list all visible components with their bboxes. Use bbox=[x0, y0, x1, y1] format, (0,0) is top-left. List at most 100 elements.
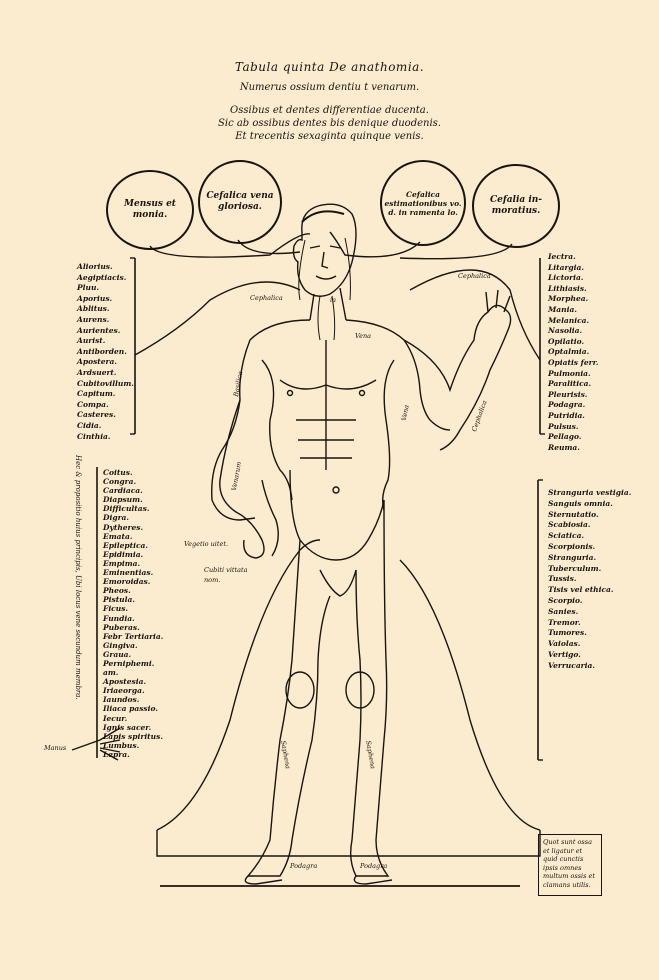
list-item: Gingiva. bbox=[103, 641, 163, 650]
list-item: Capitum. bbox=[77, 389, 134, 400]
list-item: Scorpionis. bbox=[548, 542, 631, 553]
vein-label: Vena bbox=[355, 332, 371, 340]
side-vertical-text: Hec & propositio huius principis, Ubi lo… bbox=[73, 455, 82, 700]
list-item: Scabiosia. bbox=[548, 520, 631, 531]
list-item: Pistula. bbox=[103, 595, 163, 604]
list-item: Litargia. bbox=[548, 263, 598, 274]
list-item: Compa. bbox=[77, 400, 134, 411]
list-item: Paralitica. bbox=[548, 379, 598, 390]
bottom-note-box: Quot sunt ossa et ligatur et quid cuncti… bbox=[538, 834, 602, 896]
list-item: Tuberculum. bbox=[548, 564, 631, 575]
list-item: Eminentias. bbox=[103, 568, 163, 577]
list-item: Fundia. bbox=[103, 614, 163, 623]
list-item: Verrucaria. bbox=[548, 661, 631, 672]
vein-label: Vegetio uitet. bbox=[184, 540, 228, 548]
list-item: Nasolia. bbox=[548, 326, 598, 337]
vein-label: Cubiti vittata bbox=[204, 566, 248, 574]
right-upper-list: Iectra. Litargia. Lictoria. Lithiasis. M… bbox=[548, 252, 598, 453]
list-item: Lepra. bbox=[103, 750, 163, 759]
vein-label: Cephalica bbox=[250, 294, 283, 302]
list-item: Opiatis ferr. bbox=[548, 358, 598, 369]
list-item: Casteres. bbox=[77, 410, 134, 421]
list-item: Vaiolas. bbox=[548, 639, 631, 650]
list-item: Perniphemi. bbox=[103, 659, 163, 668]
list-item: Epileptica. bbox=[103, 541, 163, 550]
list-item: Antiborden. bbox=[77, 347, 134, 358]
vein-label: Podagra bbox=[360, 862, 387, 870]
list-item: Aporius. bbox=[77, 294, 134, 305]
left-fork-label: Manus bbox=[44, 744, 66, 752]
list-item: Cinthia. bbox=[77, 432, 134, 443]
list-item: Empima. bbox=[103, 559, 163, 568]
list-item: Apostesia. bbox=[103, 677, 163, 686]
list-item: Pluu. bbox=[77, 283, 134, 294]
list-item: Pleurisis. bbox=[548, 390, 598, 401]
list-item: Congra. bbox=[103, 477, 163, 486]
list-item: Optalmia. bbox=[548, 347, 598, 358]
list-item: Aurist. bbox=[77, 336, 134, 347]
list-item: Aurens. bbox=[77, 315, 134, 326]
list-item: Tumores. bbox=[548, 628, 631, 639]
list-item: Sciatica. bbox=[548, 531, 631, 542]
list-item: Epidimia. bbox=[103, 550, 163, 559]
list-item: Putridia. bbox=[548, 411, 598, 422]
list-item: Vertigo. bbox=[548, 650, 631, 661]
list-item: Diapsum. bbox=[103, 495, 163, 504]
list-item: Febr Tertiaria. bbox=[103, 632, 163, 641]
list-item: Lictoria. bbox=[548, 273, 598, 284]
list-item: Sternutatio. bbox=[548, 510, 631, 521]
list-item: Stranguria. bbox=[548, 553, 631, 564]
vein-label: ia bbox=[330, 296, 336, 304]
list-item: Melanica. bbox=[548, 316, 598, 327]
list-item: Aegiptiacis. bbox=[77, 273, 134, 284]
list-item: Podagra. bbox=[548, 400, 598, 411]
list-item: Emoroidas. bbox=[103, 577, 163, 586]
list-item: Aurientes. bbox=[77, 326, 134, 337]
list-item: Dytheres. bbox=[103, 523, 163, 532]
list-item: Opilatio. bbox=[548, 337, 598, 348]
list-item: Ficus. bbox=[103, 604, 163, 613]
list-item: Graua. bbox=[103, 650, 163, 659]
list-item: Ardsuert. bbox=[77, 368, 134, 379]
list-item: Sanguis omnia. bbox=[548, 499, 631, 510]
list-item: Iectra. bbox=[548, 252, 598, 263]
list-item: Morphea. bbox=[548, 294, 598, 305]
list-item: Reuma. bbox=[548, 443, 598, 454]
list-item: Cubitovillum. bbox=[77, 379, 134, 390]
list-item: Apostera. bbox=[77, 357, 134, 368]
list-item: Coitus. bbox=[103, 468, 163, 477]
left-upper-list: Aliorius. Aegiptiacis. Pluu. Aporius. Ab… bbox=[77, 262, 134, 442]
list-item: Lumbus. bbox=[103, 741, 163, 750]
list-item: Ablitus. bbox=[77, 304, 134, 315]
list-item: Cidia. bbox=[77, 421, 134, 432]
list-item: Stranguria vestigia. bbox=[548, 488, 631, 499]
list-item: Mania. bbox=[548, 305, 598, 316]
list-item: Sanies. bbox=[548, 607, 631, 618]
left-lower-list: Coitus. Congra. Cardiaca. Diapsum. Diffi… bbox=[103, 468, 163, 759]
list-item: Tremor. bbox=[548, 618, 631, 629]
list-item: Digra. bbox=[103, 513, 163, 522]
list-item: Difficultas. bbox=[103, 504, 163, 513]
list-item: Pulmonia. bbox=[548, 369, 598, 380]
vein-label: Podagra bbox=[290, 862, 317, 870]
list-item: Pheos. bbox=[103, 586, 163, 595]
list-item: Ignis sacer. bbox=[103, 723, 163, 732]
list-item: Pulsus. bbox=[548, 422, 598, 433]
list-item: Tisis vel ethica. bbox=[548, 585, 631, 596]
list-item: Lapis spiritus. bbox=[103, 732, 163, 741]
list-item: Puberas. bbox=[103, 623, 163, 632]
right-lower-list: Stranguria vestigia. Sanguis omnia. Ster… bbox=[548, 488, 631, 672]
list-item: Lithiasis. bbox=[548, 284, 598, 295]
list-item: Tussis. bbox=[548, 574, 631, 585]
vein-label: nom. bbox=[204, 576, 220, 584]
list-item: Iaundos. bbox=[103, 695, 163, 704]
list-item: Iriaeorga. bbox=[103, 686, 163, 695]
list-item: Aliorius. bbox=[77, 262, 134, 273]
list-item: Scorpio. bbox=[548, 596, 631, 607]
list-item: Emata. bbox=[103, 532, 163, 541]
list-item: Cardiaca. bbox=[103, 486, 163, 495]
list-item: Iliaca passio. bbox=[103, 704, 163, 713]
list-item: am. bbox=[103, 668, 163, 677]
list-item: Pellago. bbox=[548, 432, 598, 443]
